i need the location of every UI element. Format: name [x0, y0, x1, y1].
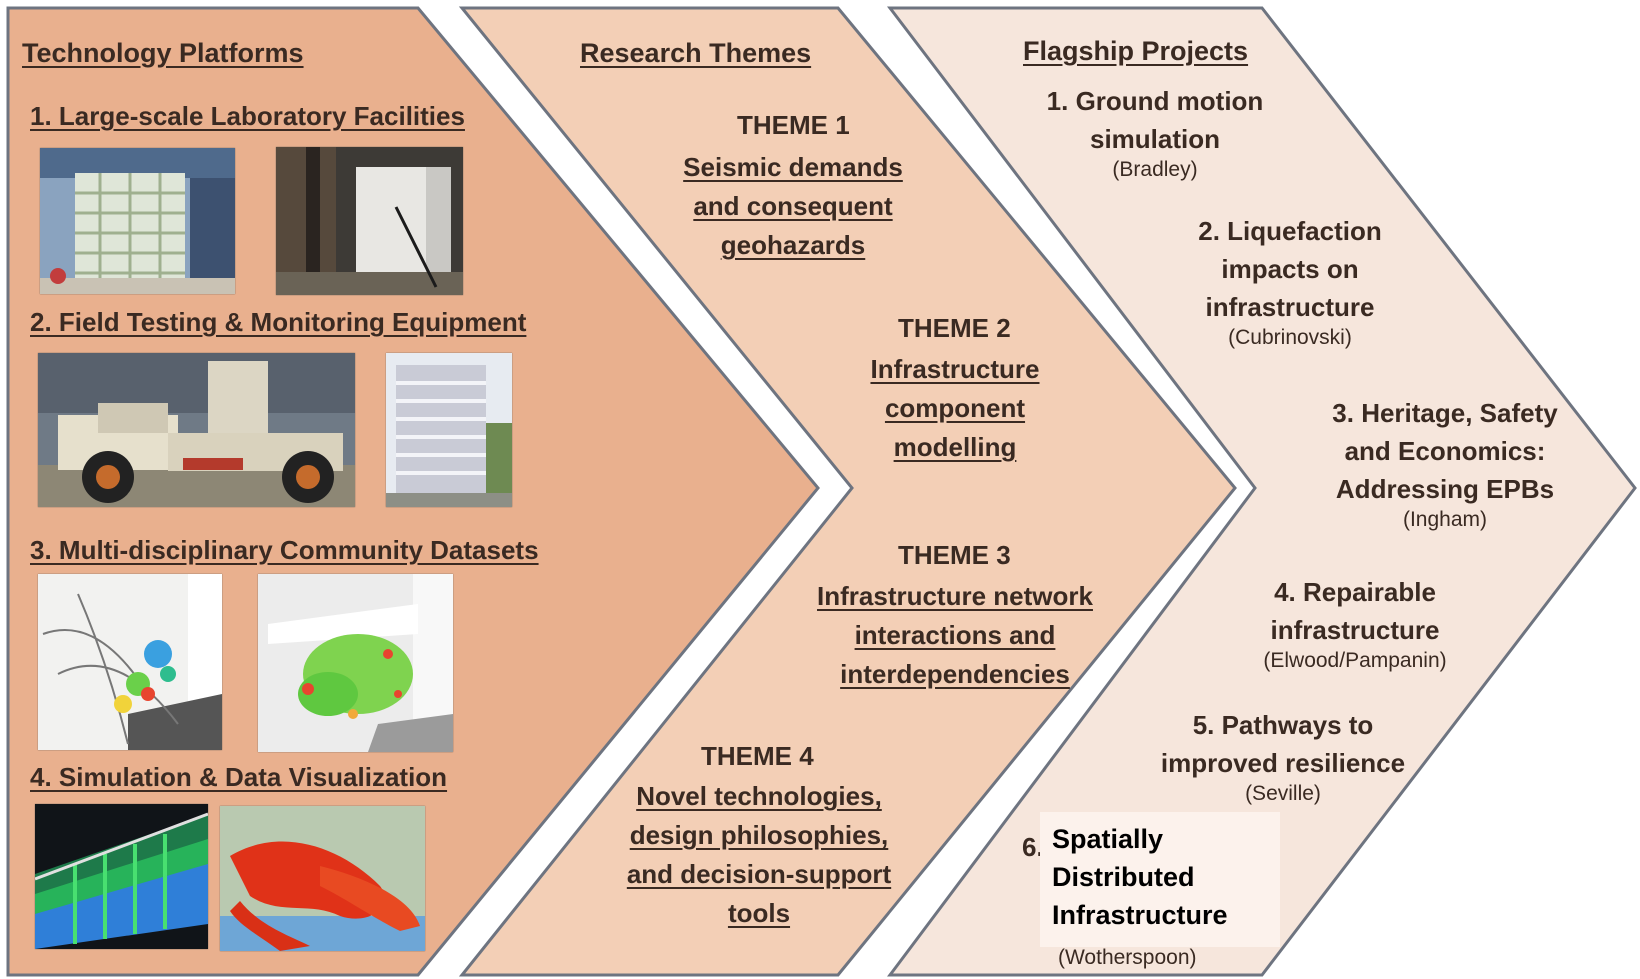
hazard-map-photo — [220, 806, 425, 951]
platform-2-label: 2. Field Testing & Monitoring Equipment — [30, 307, 527, 337]
lab-structure-photo — [40, 148, 235, 294]
project-4: 4. Repairable infrastructure (Elwood/Pam… — [1263, 577, 1447, 672]
damage-map-photo — [258, 574, 453, 752]
flagship-projects-heading: Flagship Projects — [1023, 36, 1249, 66]
project-1: 1. Ground motion simulation (Bradley) — [1046, 86, 1264, 181]
shake-wall-photo — [276, 147, 463, 295]
project-6-title: Spatially Distributed Infrastructure — [1052, 824, 1228, 930]
theme-4-title: Novel technologies, design philosophies,… — [626, 781, 892, 928]
theme-1-number: THEME 1 — [737, 110, 850, 140]
platform-4-label: 4. Simulation & Data Visualization — [30, 762, 448, 792]
theme-3-number: THEME 3 — [898, 540, 1011, 570]
ground-visualization-photo — [35, 804, 208, 949]
liquefaction-map-photo — [38, 574, 222, 750]
research-themes-heading: Research Themes — [580, 38, 812, 68]
theme-2-number: THEME 2 — [898, 313, 1011, 343]
platform-1-label: 1. Large-scale Laboratory Facilities — [30, 101, 465, 131]
chevron-research-themes — [458, 6, 1237, 977]
platform-3-label: 3. Multi-disciplinary Community Datasets — [30, 535, 539, 565]
project-6-overlay-box — [1040, 812, 1280, 947]
theme-1-title: Seismic demands and consequent geohazard… — [683, 152, 903, 260]
technology-platforms-heading: Technology Platforms — [22, 38, 304, 68]
project-6-lead: (Wotherspoon) — [1058, 946, 1197, 969]
project-5: 5. Pathways to improved resilience (Sevi… — [1160, 710, 1406, 805]
theme-3-title: Infrastructure network interactions and … — [817, 581, 1093, 689]
theme-4-number: THEME 4 — [701, 741, 814, 771]
project-2: 2. Liquefaction impacts on infrastructur… — [1198, 216, 1382, 349]
project-3: 3. Heritage, Safety and Economics: Addre… — [1332, 398, 1558, 531]
chevron-flagship-projects — [886, 6, 1637, 977]
vibroseis-truck-photo — [38, 353, 355, 507]
theme-2-title: Infrastructure component modelling — [870, 354, 1040, 462]
building-test-photo — [386, 353, 512, 507]
project-6-number: 6. — [1022, 832, 1044, 862]
